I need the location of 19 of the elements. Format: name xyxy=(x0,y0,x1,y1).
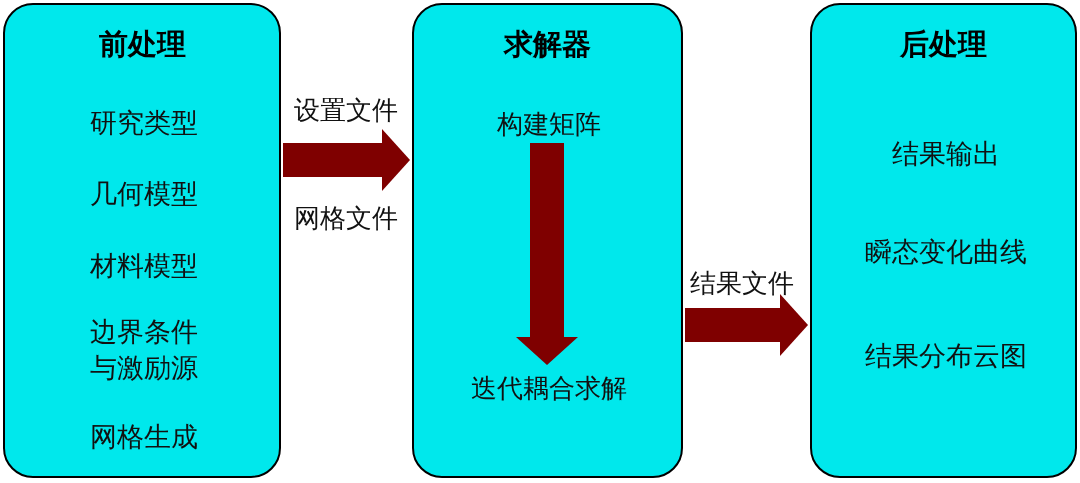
stage-item: 几何模型 xyxy=(89,177,199,211)
step-text: 迭代耦合求解 xyxy=(444,369,654,407)
stage-item: 材料模型 xyxy=(89,249,199,283)
stage-item: 边界条件与激励源 xyxy=(89,315,199,385)
stage-item: 结果分布云图 xyxy=(863,339,1028,373)
edge-label: 设置文件 xyxy=(294,93,398,127)
edge-label: 结果文件 xyxy=(690,266,794,300)
stage-box xyxy=(810,3,1077,478)
stage-item: 瞬态变化曲线 xyxy=(863,235,1028,269)
stage-title: 前处理 xyxy=(97,27,187,62)
stage-title: 求解器 xyxy=(502,27,592,62)
stage-item: 结果输出 xyxy=(890,137,1001,171)
edge-note: 网格文件 xyxy=(294,201,398,235)
stage-box xyxy=(3,3,281,478)
step-text: 构建矩阵 xyxy=(474,105,624,143)
stage-box xyxy=(412,3,683,478)
stage-title: 后处理 xyxy=(899,27,988,62)
stage-item: 研究类型 xyxy=(89,106,199,140)
stage-item: 网格生成 xyxy=(89,420,199,454)
